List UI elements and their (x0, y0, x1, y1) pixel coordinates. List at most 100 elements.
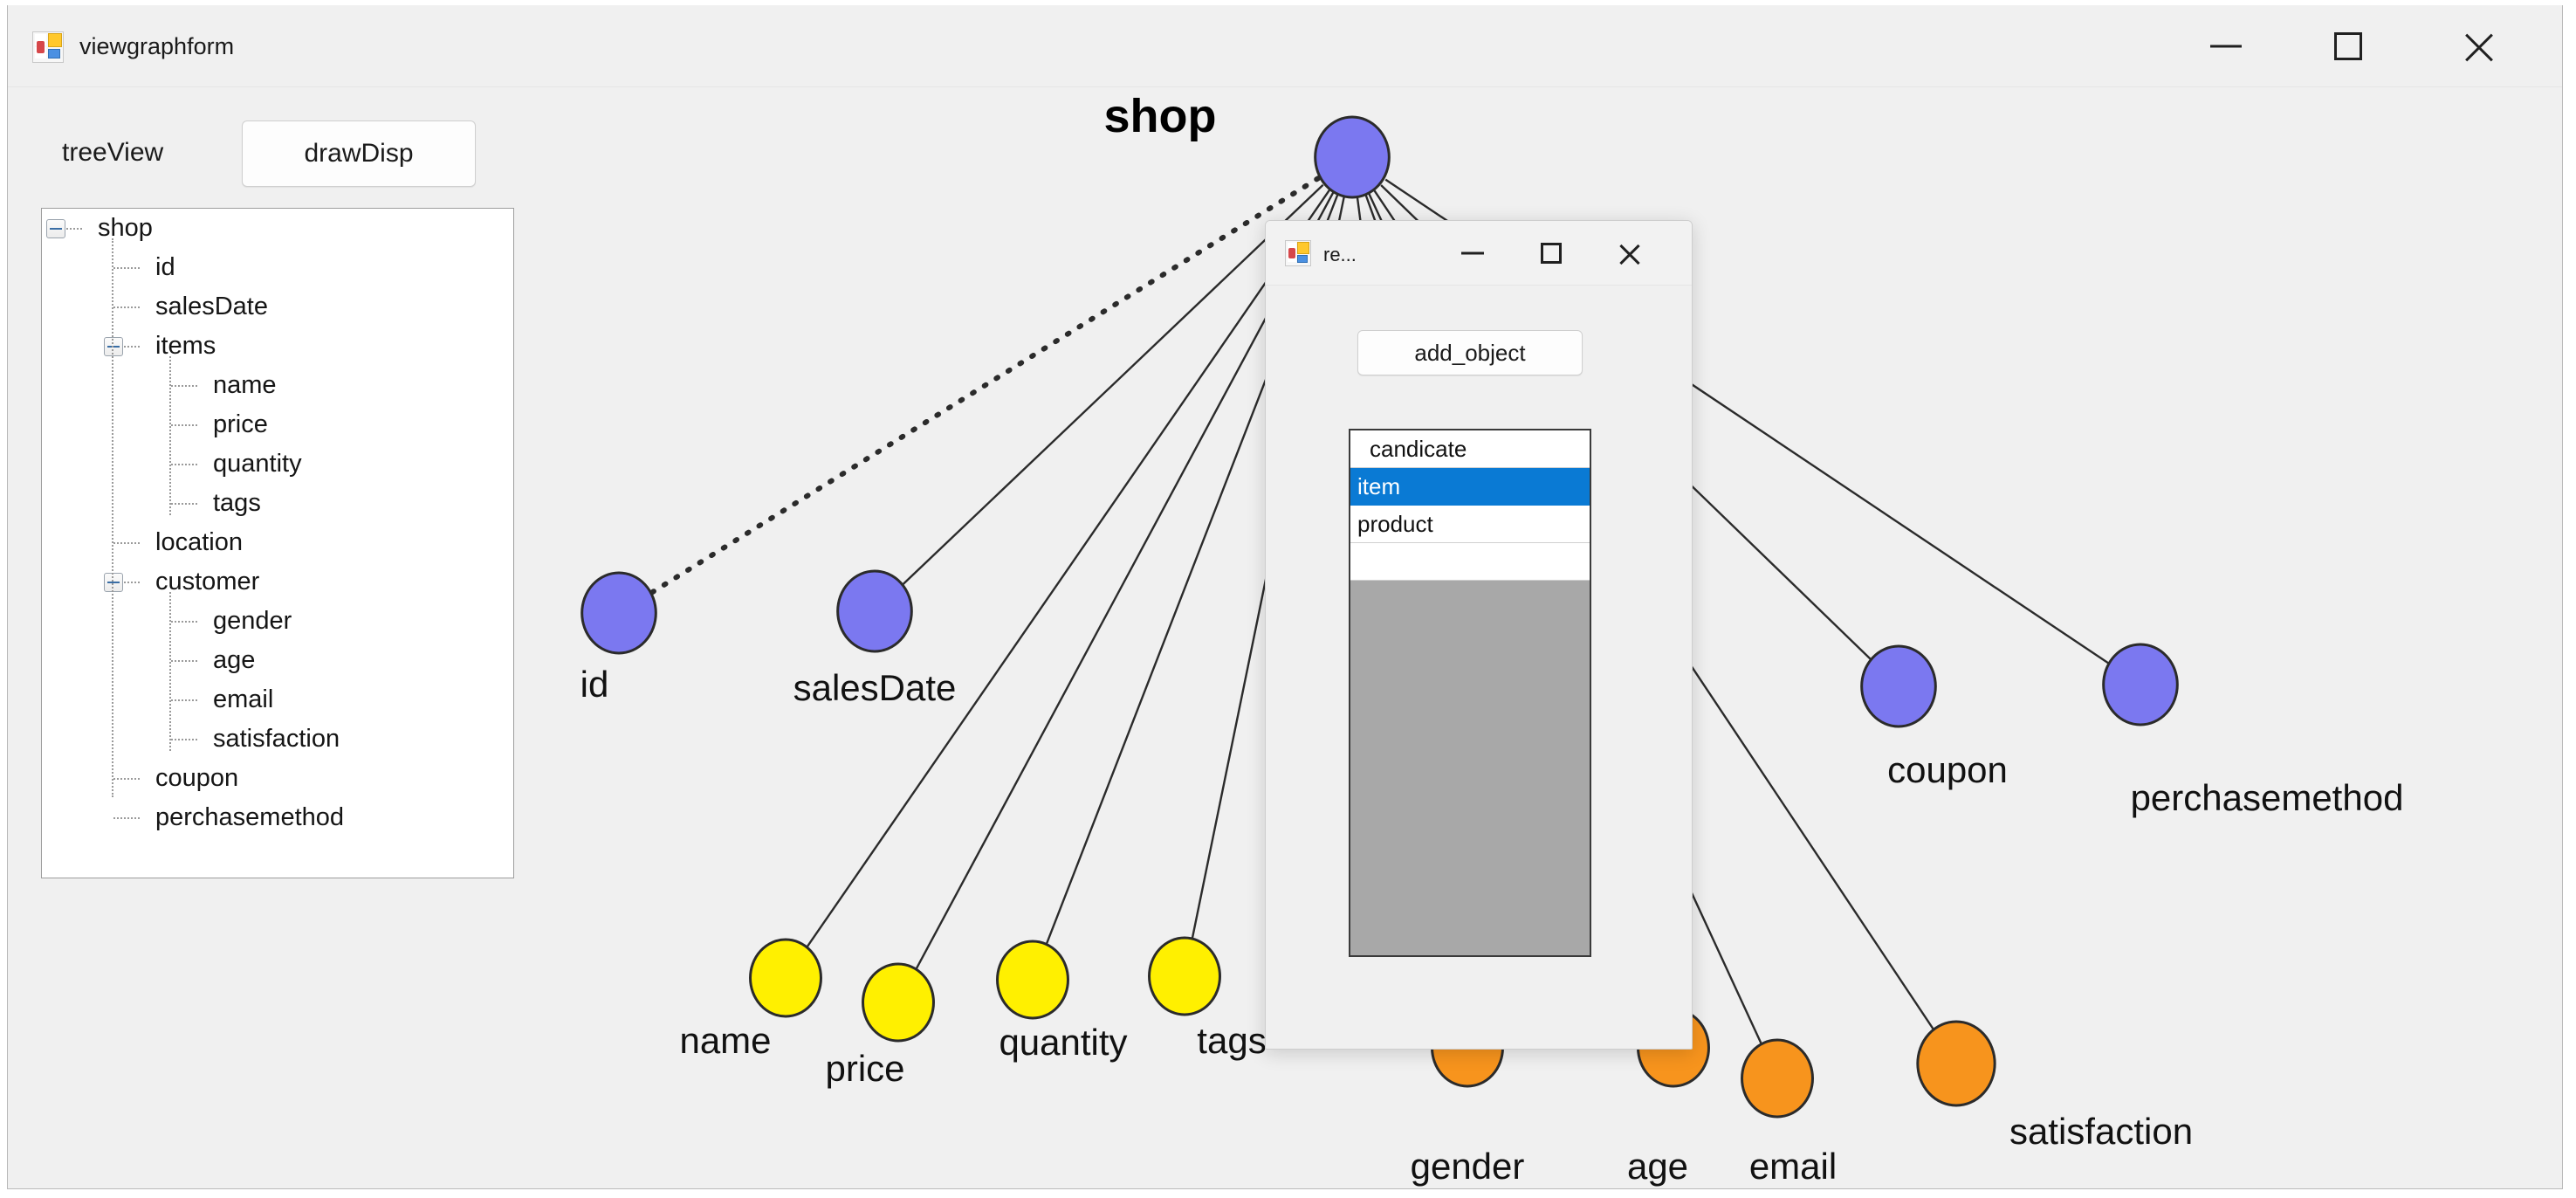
graph-edge-id (624, 176, 1321, 610)
dialog-minimize-button[interactable] (1440, 221, 1505, 286)
tree-connector (113, 267, 140, 269)
tree-connector (171, 464, 197, 465)
tree-item-label: items (155, 332, 216, 360)
tree-item-label: name (213, 371, 277, 399)
tree-connector (113, 542, 140, 544)
graph-edge-name (790, 189, 1330, 971)
close-icon (2461, 28, 2497, 65)
tree-connector (56, 228, 82, 230)
tree-item-label: id (155, 253, 175, 281)
list-item-candicate[interactable]: candicate (1350, 430, 1590, 468)
list-item-item[interactable]: item (1350, 468, 1590, 506)
tree-item-id[interactable]: id (42, 248, 513, 287)
graph-node-price[interactable] (862, 962, 935, 1043)
dialog-close-button[interactable] (1597, 221, 1662, 286)
tree-item-quantity[interactable]: quantity (42, 444, 513, 484)
draw-disp-button[interactable]: drawDisp (242, 120, 476, 187)
tree-item-email[interactable]: email (42, 680, 513, 719)
graph-node-name[interactable] (749, 938, 822, 1018)
graph-node-tags[interactable] (1148, 936, 1221, 1016)
tree-item-label: shop (98, 214, 153, 242)
tree-item-gender[interactable]: gender (42, 602, 513, 641)
tree-connector (171, 621, 197, 623)
graph-label-gender: gender (1410, 1146, 1525, 1187)
tree-item-label: age (213, 646, 256, 674)
tree-connector (113, 306, 140, 308)
graph-label-satisfaction: satisfaction (2009, 1111, 2194, 1152)
graph-label-perchasemethod: perchasemethod (2130, 777, 2404, 818)
tree-connector (113, 817, 140, 819)
close-button[interactable] (2431, 5, 2527, 87)
tree-item-salesDate[interactable]: salesDate (42, 287, 513, 327)
tree-item-name[interactable]: name (42, 366, 513, 405)
tree-connector (171, 739, 197, 740)
graph-node-coupon[interactable] (1860, 644, 1937, 728)
tree-item-coupon[interactable]: coupon (42, 759, 513, 798)
tree-item-label: perchasemethod (155, 803, 345, 831)
graph-label-coupon: coupon (1887, 749, 2008, 790)
graph-label-age: age (1626, 1146, 1689, 1187)
minimize-button[interactable] (2178, 5, 2274, 87)
list-item-product[interactable]: product (1350, 506, 1590, 543)
tree-item-label: email (213, 685, 274, 713)
tree-trunk-line (169, 356, 171, 515)
tree-item-items[interactable]: items (42, 327, 513, 366)
tree-expander-icon[interactable] (104, 573, 123, 592)
tree-connector (171, 385, 197, 387)
app-icon (32, 31, 64, 63)
tree-trunk-line (112, 238, 113, 797)
graph-node-perchasemethod[interactable] (2102, 643, 2179, 726)
graph-label-email: email (1748, 1146, 1838, 1187)
tree-item-perchasemethod[interactable]: perchasemethod (42, 798, 513, 837)
graph-node-quantity[interactable] (996, 940, 1069, 1020)
main-window: viewgraphform id salesDate name price quanti… (7, 5, 2563, 1189)
tree-connector (171, 699, 197, 701)
graph-edge-salesDate (881, 183, 1324, 605)
tree-item-satisfaction[interactable]: satisfaction (42, 719, 513, 759)
tree-item-location[interactable]: location (42, 523, 513, 562)
graph-label-tags: tags (1197, 1020, 1267, 1061)
tree-item-customer[interactable]: customer (42, 562, 513, 602)
tree-expander-icon[interactable] (46, 219, 65, 238)
dialog-title: re... (1323, 244, 1357, 265)
tree-item-label: tags (213, 489, 261, 517)
tree-item-label: price (213, 410, 268, 438)
tree-item-label: satisfaction (213, 725, 340, 753)
window-titlebar: viewgraphform (8, 5, 2562, 87)
graph-node-salesDate[interactable] (836, 569, 913, 653)
tree-item-label: quantity (213, 450, 302, 478)
graph-label-quantity: quantity (999, 1022, 1128, 1063)
graph-root-label: shop (1103, 90, 1217, 142)
tree-item-price[interactable]: price (42, 405, 513, 444)
tree-item-age[interactable]: age (42, 641, 513, 680)
add-object-button[interactable]: add_object (1357, 330, 1583, 375)
graph-label-salesDate: salesDate (793, 667, 957, 708)
tree-item-tags[interactable]: tags (42, 484, 513, 523)
graph-node-email[interactable] (1741, 1038, 1814, 1119)
graph-node-id[interactable] (580, 571, 657, 655)
tree-item-label: location (155, 528, 243, 556)
maximize-button[interactable] (2300, 5, 2396, 87)
maximize-icon (2334, 32, 2362, 60)
dialog-maximize-button[interactable] (1519, 221, 1583, 286)
graph-node-satisfaction[interactable] (1916, 1020, 1996, 1107)
list-item-empty[interactable] (1350, 543, 1590, 581)
graph-edge-price (902, 191, 1335, 995)
tree-connector (113, 778, 140, 780)
tree-item-label: gender (213, 607, 292, 635)
dialog-titlebar: re... (1266, 221, 1692, 286)
window-title: viewgraphform (79, 33, 235, 59)
tree-item-label: customer (155, 568, 260, 596)
tree-expander-icon[interactable] (104, 337, 123, 356)
tree-connector (171, 660, 197, 662)
treeview-label: treeView (62, 138, 164, 167)
tree-connector (113, 582, 140, 583)
minimize-icon (1461, 251, 1484, 255)
graph-node-shop[interactable] (1314, 115, 1391, 199)
tree-item-shop[interactable]: shop (42, 209, 513, 248)
maximize-icon (1541, 243, 1562, 264)
dialog-app-icon (1285, 240, 1311, 266)
